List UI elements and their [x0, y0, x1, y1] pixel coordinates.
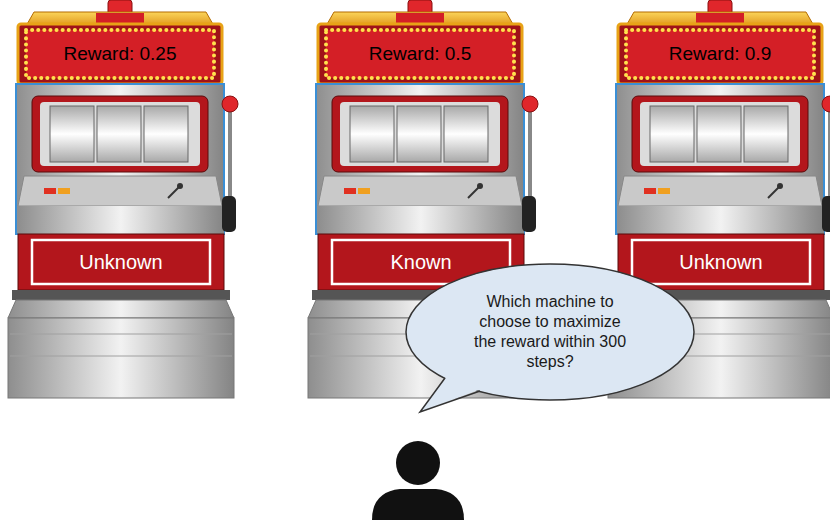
control-panel: [618, 176, 822, 206]
machine-body: [316, 84, 524, 234]
display-frame: [618, 24, 822, 84]
lever-ball: [522, 96, 538, 112]
lever-rod: [828, 110, 830, 200]
reel: [444, 106, 488, 162]
machine-body: [16, 84, 224, 234]
reel: [350, 106, 394, 162]
body-lower: [618, 206, 824, 234]
reward-display: Reward: 0.25: [32, 32, 208, 76]
question-text: Which machine to choose to maximize the …: [467, 276, 633, 388]
status-label: Unknown: [634, 241, 808, 283]
reel-frame: [332, 96, 508, 172]
reel: [397, 106, 441, 162]
button: [644, 188, 656, 194]
slot-machine: Reward: 0.25Unknown: [8, 0, 240, 398]
lever-rod: [528, 110, 532, 200]
display-lights: [326, 30, 514, 78]
person-body: [372, 489, 464, 520]
display-frame: [18, 24, 222, 84]
machine-body: [616, 84, 824, 234]
base: [8, 318, 234, 398]
base-rim: [12, 290, 230, 300]
reel-frame: [32, 96, 208, 172]
reel: [144, 106, 188, 162]
body-lower: [18, 206, 224, 234]
status-border: [632, 240, 810, 284]
control-panel: [18, 176, 222, 206]
joystick-knob: [177, 183, 183, 189]
reel: [697, 106, 741, 162]
bubble-tail-fill: [420, 376, 481, 412]
base-slope: [8, 300, 234, 318]
reel-window: [640, 102, 800, 166]
status-border: [32, 240, 210, 284]
status-panel: [18, 234, 224, 290]
reel: [97, 106, 141, 162]
display-lights: [626, 30, 814, 78]
speech-bubble: Which machine to choose to maximize the …: [405, 262, 695, 402]
lever-ball: [222, 96, 238, 112]
joystick-knob: [477, 183, 483, 189]
reel-window: [340, 102, 500, 166]
display-frame: [318, 24, 522, 84]
reward-display: Reward: 0.9: [632, 32, 808, 76]
reel: [50, 106, 94, 162]
bubble-shape: [405, 262, 695, 402]
reel-window: [40, 102, 200, 166]
base-stripe: [10, 334, 232, 335]
base-stripe: [10, 356, 232, 357]
control-panel: [318, 176, 522, 206]
lever-rod: [228, 110, 232, 200]
body-lower: [318, 206, 524, 234]
reel-frame: [632, 96, 808, 172]
button: [358, 188, 370, 194]
button: [44, 188, 56, 194]
lever-handle: [822, 196, 830, 232]
display-lights: [26, 30, 214, 78]
lever-handle: [522, 196, 536, 232]
button: [658, 188, 670, 194]
person-head: [396, 441, 440, 485]
reel: [744, 106, 788, 162]
lever-handle: [222, 196, 236, 232]
reel: [650, 106, 694, 162]
button: [344, 188, 356, 194]
joystick-knob: [777, 183, 783, 189]
button: [58, 188, 70, 194]
status-label: Unknown: [34, 241, 208, 283]
bubble-tail: [420, 378, 480, 412]
status-panel: [618, 234, 824, 290]
lever-ball: [822, 96, 830, 112]
reward-display: Reward: 0.5: [332, 32, 508, 76]
